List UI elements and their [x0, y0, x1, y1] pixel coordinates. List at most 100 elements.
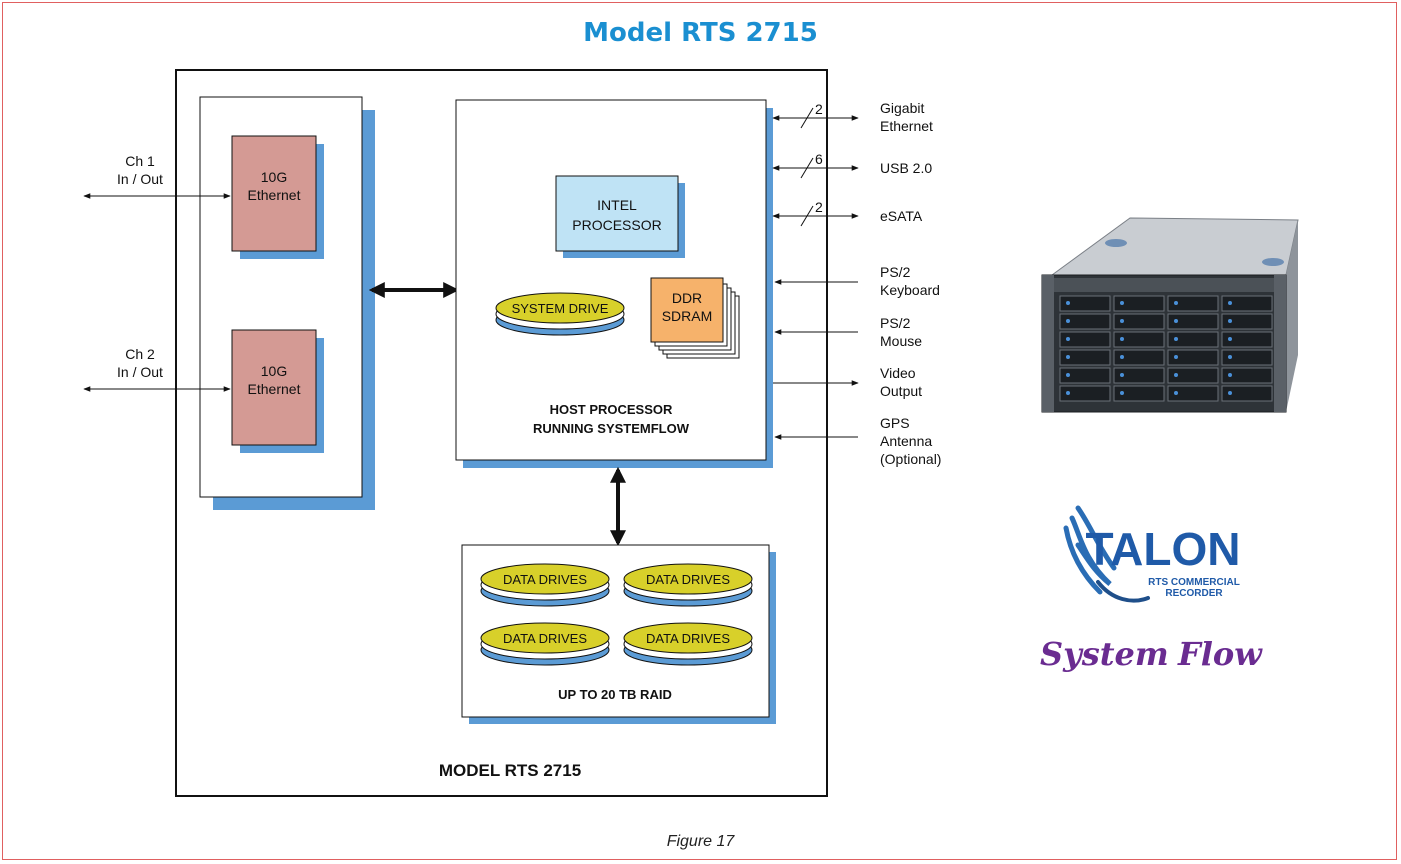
- esata-count: 2: [815, 199, 823, 215]
- drive-bay: [1113, 367, 1165, 384]
- drive-bay: [1167, 313, 1219, 330]
- io-esata: 2: [772, 199, 859, 227]
- talon-logo-sub1: RTS COMMERCIAL: [1148, 577, 1240, 588]
- io-usb: 6: [772, 151, 859, 179]
- gps-label-line3: (Optional): [880, 451, 941, 467]
- eth-card-2-line1: 10G: [261, 363, 287, 379]
- ch1-label-line2: In / Out: [117, 171, 163, 187]
- drive-bay: [1059, 295, 1111, 312]
- eth-card-2-line2: Ethernet: [248, 381, 301, 397]
- data-drive-2-label: DATA DRIVES: [646, 572, 730, 587]
- host-processor-label-line2: RUNNING SYSTEMFLOW: [533, 421, 690, 436]
- drive-bay-led: [1174, 301, 1178, 305]
- drive-bay: [1059, 349, 1111, 366]
- drive-bay-led: [1066, 391, 1070, 395]
- page-title: Model RTS 2715: [583, 18, 818, 48]
- eth-card-1: [231, 135, 317, 252]
- data-drive-3: DATA DRIVES: [480, 622, 610, 666]
- eth-card-1-line2: Ethernet: [248, 187, 301, 203]
- keyboard-label-line2: Keyboard: [880, 282, 940, 298]
- drive-bay: [1113, 349, 1165, 366]
- ch2-label-line2: In / Out: [117, 364, 163, 380]
- drive-bay: [1167, 349, 1219, 366]
- data-drive-1-label: DATA DRIVES: [503, 572, 587, 587]
- video-label-line2: Output: [880, 383, 922, 399]
- drive-bay-led: [1120, 373, 1124, 377]
- figure-caption: Figure 17: [666, 833, 735, 850]
- drive-bay-led: [1228, 301, 1232, 305]
- host-processor-label-line1: HOST PROCESSOR: [550, 402, 673, 417]
- drive-bay-led: [1066, 301, 1070, 305]
- video-label-line1: Video: [880, 365, 916, 381]
- drive-bay: [1113, 385, 1165, 402]
- drive-bay-led: [1120, 301, 1124, 305]
- drive-bay: [1167, 385, 1219, 402]
- ch2-label-line1: Ch 2: [125, 346, 155, 362]
- drive-bay-led: [1066, 337, 1070, 341]
- outer-chassis-label: MODEL RTS 2715: [439, 761, 581, 780]
- mouse-label-line1: PS/2: [880, 315, 911, 331]
- keyboard-label-line1: PS/2: [880, 264, 911, 280]
- drive-bay: [1059, 331, 1111, 348]
- drive-bay-led: [1066, 319, 1070, 323]
- drive-bay-led: [1228, 391, 1232, 395]
- drive-bay-led: [1120, 391, 1124, 395]
- ddr-sdram-line2: SDRAM: [662, 308, 713, 324]
- drive-bay-led: [1066, 373, 1070, 377]
- data-drive-4: DATA DRIVES: [623, 622, 753, 666]
- drive-bay-led: [1228, 319, 1232, 323]
- usb-label: USB 2.0: [880, 160, 932, 176]
- systemflow-logo-part-a: System: [1040, 635, 1169, 673]
- drive-bay-led: [1174, 355, 1178, 359]
- gigabit-count: 2: [815, 101, 823, 117]
- gigabit-label-line2: Ethernet: [880, 118, 933, 134]
- intel-processor: [555, 175, 679, 252]
- ddr-sdram-line1: DDR: [672, 290, 702, 306]
- ch1-label-line1: Ch 1: [125, 153, 155, 169]
- systemflow-logo-part-b: Flow: [1177, 635, 1263, 673]
- drive-bay-led: [1174, 337, 1178, 341]
- drive-bay: [1221, 313, 1273, 330]
- drive-bays: [1059, 295, 1273, 402]
- talon-logo-word: TALON: [1085, 523, 1240, 575]
- gps-label-line2: Antenna: [880, 433, 932, 449]
- drive-bay-led: [1120, 319, 1124, 323]
- system-drive-label: SYSTEM DRIVE: [512, 301, 609, 316]
- drive-bay: [1059, 367, 1111, 384]
- esata-label: eSATA: [880, 208, 923, 224]
- usb-count: 6: [815, 151, 823, 167]
- gigabit-label-line1: Gigabit: [880, 100, 924, 116]
- drive-bay-led: [1120, 355, 1124, 359]
- data-drive-2: DATA DRIVES: [623, 563, 753, 607]
- io-gigabit-ethernet: 2: [772, 101, 859, 129]
- drive-bay: [1221, 385, 1273, 402]
- ddr-sdram: [650, 277, 724, 343]
- intel-processor-line2: PROCESSOR: [572, 217, 661, 233]
- drive-bay: [1113, 295, 1165, 312]
- eth-card-2: [231, 329, 317, 446]
- drive-bay: [1221, 367, 1273, 384]
- drive-bay-led: [1228, 355, 1232, 359]
- drive-bay-led: [1120, 337, 1124, 341]
- drive-bay-led: [1228, 337, 1232, 341]
- systemflow-logo: System Flow: [1040, 635, 1263, 673]
- drive-bay: [1113, 313, 1165, 330]
- drive-bay-led: [1066, 355, 1070, 359]
- eth-card-1-line1: 10G: [261, 169, 287, 185]
- mouse-label-line2: Mouse: [880, 333, 922, 349]
- drive-bay: [1221, 331, 1273, 348]
- system-drive: [495, 292, 625, 324]
- drive-bay-led: [1174, 319, 1178, 323]
- drive-bay: [1221, 349, 1273, 366]
- drive-bay: [1059, 313, 1111, 330]
- talon-logo-sub2: RECORDER: [1165, 588, 1223, 599]
- gps-label-line1: GPS: [880, 415, 910, 431]
- drive-bay-led: [1174, 373, 1178, 377]
- drive-bay: [1221, 295, 1273, 312]
- drive-bay-led: [1174, 391, 1178, 395]
- drive-bay: [1167, 295, 1219, 312]
- drive-bay-led: [1228, 373, 1232, 377]
- data-drive-3-label: DATA DRIVES: [503, 631, 587, 646]
